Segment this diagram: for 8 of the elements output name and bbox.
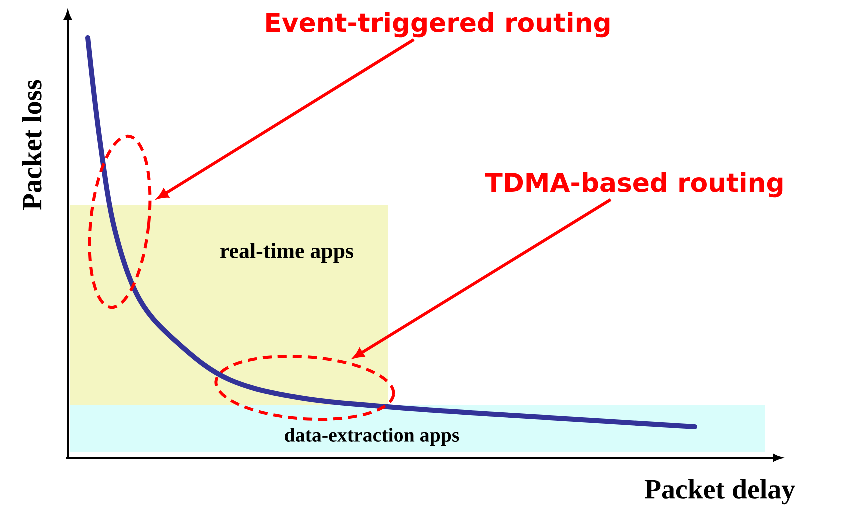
callout-text: TDMA-based routing [485,172,783,198]
axis-label: Packet delay [644,479,796,505]
arrow [158,38,415,199]
axis-label: Packet loss [22,80,42,210]
region-label: data-extraction apps [285,428,460,446]
callout-text: Event-triggered routing [266,12,610,38]
region-label: real-time apps [220,243,354,263]
arrow [354,198,612,358]
